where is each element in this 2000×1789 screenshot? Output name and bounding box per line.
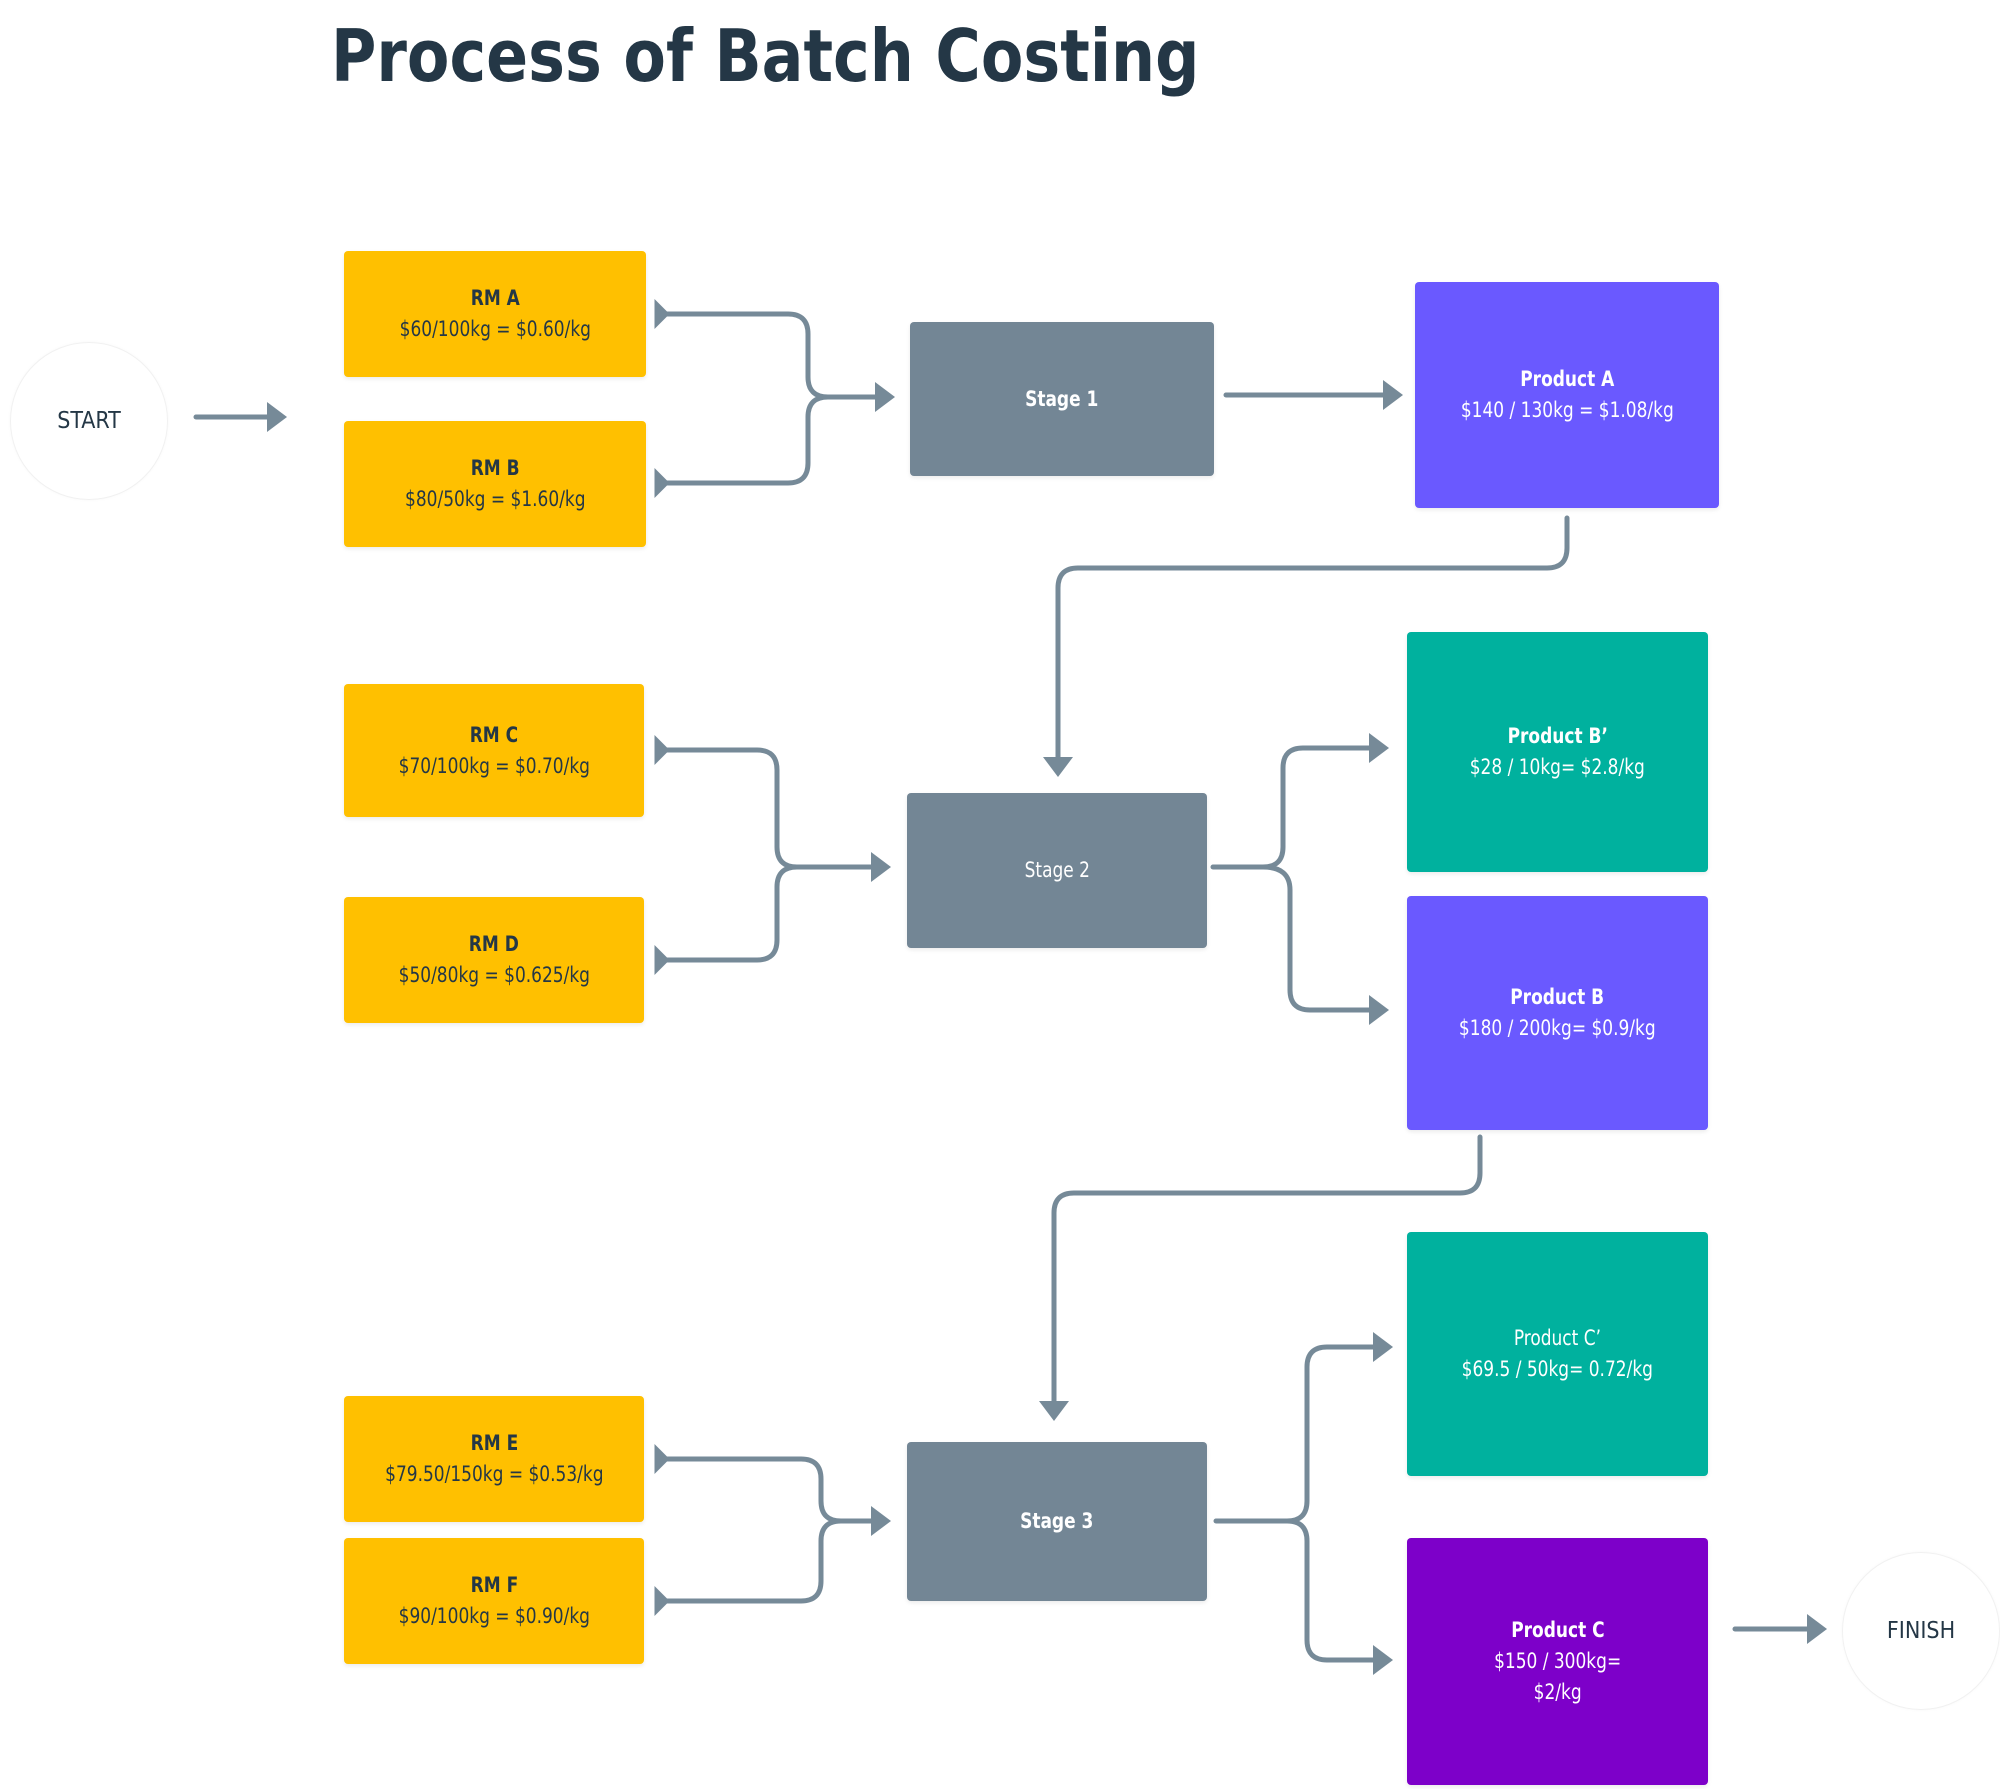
rm-cost: $70/100kg = $0.70/kg xyxy=(398,753,590,778)
product-c-prime[interactable]: Product C’ $69.5 / 50kg= 0.72/kg xyxy=(1407,1232,1708,1476)
connector-rma-stage1 xyxy=(654,299,831,400)
product-name: Product B’ xyxy=(1507,724,1608,748)
raw-material-rm-c[interactable]: RM C $70/100kg = $0.70/kg xyxy=(344,684,644,817)
stage-label: Stage 3 xyxy=(1020,1509,1094,1533)
product-b[interactable]: Product B $180 / 200kg= $0.9/kg xyxy=(1407,896,1708,1130)
connector-stage3-productc-prime xyxy=(1284,1332,1393,1524)
product-name: Product C xyxy=(1510,1618,1605,1642)
stage-1[interactable]: Stage 1 xyxy=(910,322,1214,476)
product-name: Product A xyxy=(1519,367,1615,391)
raw-material-rm-a[interactable]: RM A $60/100kg = $0.60/kg xyxy=(344,251,646,377)
connector-stage2-productb-prime xyxy=(1260,733,1389,870)
rm-cost: $60/100kg = $0.60/kg xyxy=(399,317,591,341)
stage-3[interactable]: Stage 3 xyxy=(907,1442,1207,1601)
connector-rmb-stage1 xyxy=(654,394,831,498)
page-title: Process of Batch Costing xyxy=(331,14,1200,98)
stage-label: Stage 1 xyxy=(1025,386,1099,411)
connector-rmd-stage2 xyxy=(654,864,800,975)
rm-name: RM A xyxy=(470,286,520,310)
rm-cost: $79.50/150kg = $0.53/kg xyxy=(384,1462,604,1486)
rm-name: RM D xyxy=(468,932,520,956)
raw-material-rm-b[interactable]: RM B $80/50kg = $1.60/kg xyxy=(344,421,646,547)
product-c[interactable]: Product C $150 / 300kg= $2/kg xyxy=(1407,1538,1708,1785)
product-b-prime[interactable]: Product B’ $28 / 10kg= $2.8/kg xyxy=(1407,632,1708,872)
connector-rmf-stage3 xyxy=(654,1518,844,1616)
connector-stage3-productc xyxy=(1284,1518,1393,1675)
product-name: Product C’ xyxy=(1513,1326,1602,1350)
product-cost-line2: $2/kg xyxy=(1533,1680,1582,1704)
connector-rmc-stage2 xyxy=(654,735,800,870)
connector-productb-stage3 xyxy=(1039,1134,1483,1421)
finish-node[interactable]: FINISH xyxy=(1842,1552,2000,1710)
connector-stage2-productb xyxy=(1260,864,1389,1025)
start-label: START xyxy=(57,408,121,434)
product-cost: $69.5 / 50kg= 0.72/kg xyxy=(1461,1357,1654,1381)
product-cost: $140 / 130kg = $1.08/kg xyxy=(1460,398,1674,422)
finish-label: FINISH xyxy=(1886,1618,1956,1644)
product-cost-line1: $150 / 300kg= xyxy=(1493,1649,1622,1673)
raw-material-rm-f[interactable]: RM F $90/100kg = $0.90/kg xyxy=(344,1538,644,1664)
rm-name: RM E xyxy=(470,1431,518,1455)
rm-name: RM B xyxy=(470,456,520,480)
raw-material-rm-e[interactable]: RM E $79.50/150kg = $0.53/kg xyxy=(344,1396,644,1522)
product-name: Product B xyxy=(1510,985,1605,1009)
product-cost: $180 / 200kg= $0.9/kg xyxy=(1459,1016,1656,1040)
product-cost: $28 / 10kg= $2.8/kg xyxy=(1469,755,1646,779)
rm-cost: $50/80kg = $0.625/kg xyxy=(398,963,590,987)
stage-2[interactable]: Stage 2 xyxy=(907,793,1207,948)
stage-label: Stage 2 xyxy=(1024,858,1090,882)
connector-rme-stage3 xyxy=(654,1444,844,1524)
start-node[interactable]: START xyxy=(10,342,168,500)
connector-producta-stage2 xyxy=(1043,515,1570,777)
rm-name: RM C xyxy=(469,722,519,747)
raw-material-rm-d[interactable]: RM D $50/80kg = $0.625/kg xyxy=(344,897,644,1023)
rm-cost: $80/50kg = $1.60/kg xyxy=(404,487,586,511)
rm-cost: $90/100kg = $0.90/kg xyxy=(398,1604,590,1628)
product-a[interactable]: Product A $140 / 130kg = $1.08/kg xyxy=(1415,282,1719,508)
rm-name: RM F xyxy=(470,1573,518,1597)
